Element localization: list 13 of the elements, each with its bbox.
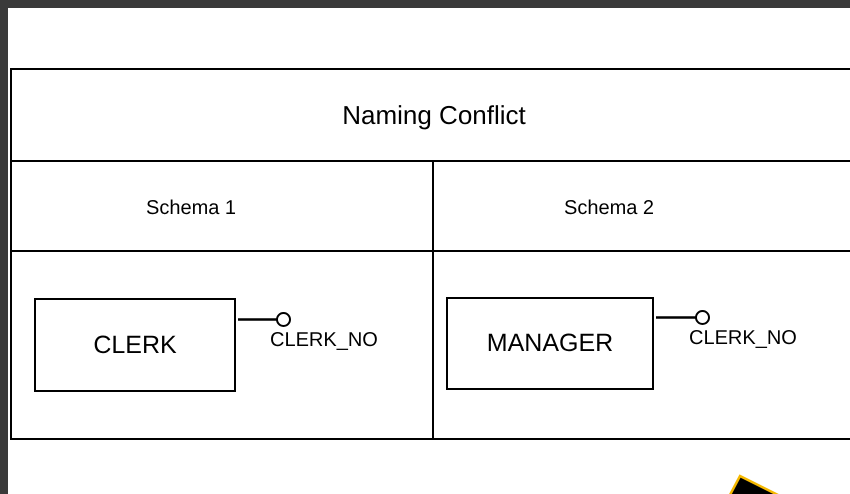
table-title: Naming Conflict: [341, 102, 527, 128]
attribute-link: [238, 318, 278, 321]
column-heading: Schema 1: [146, 198, 236, 218]
attribute-label: CLERK_NO: [689, 328, 797, 348]
column-heading: Schema 2: [564, 198, 654, 218]
entity-box: [446, 297, 654, 390]
attribute-link: [656, 316, 697, 319]
entity-name: CLERK: [93, 332, 177, 358]
attribute-label: CLERK_NO: [270, 330, 378, 350]
table-frame: [10, 68, 850, 440]
entity-box: [34, 298, 236, 392]
schema-column: [12, 160, 434, 440]
entity-name: MANAGER: [486, 331, 614, 356]
